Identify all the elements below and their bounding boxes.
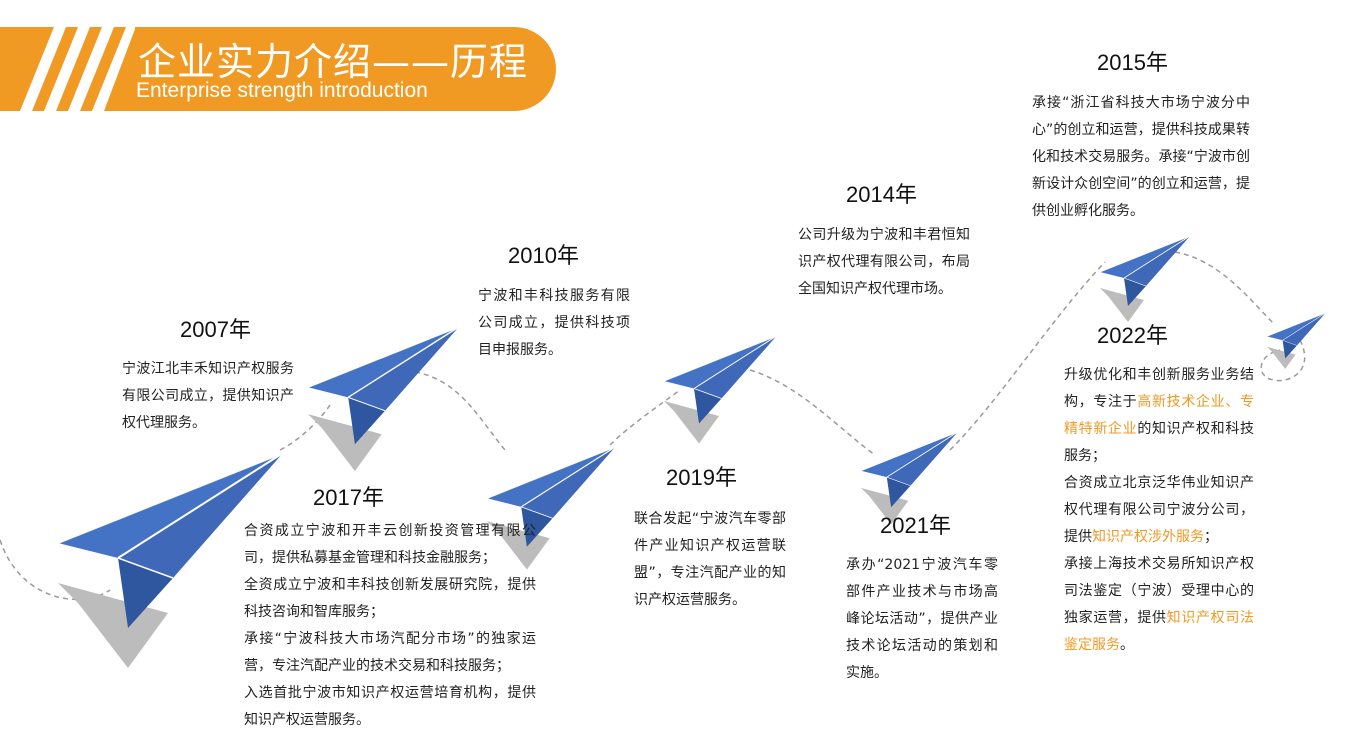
page-title: 企业实力介绍——历程 [138, 40, 529, 84]
year-2007: 2007年 [180, 317, 251, 342]
paper-plane-icon [307, 326, 460, 472]
paper-plane-icon [663, 335, 777, 444]
year-2014: 2014年 [846, 182, 917, 207]
desc-2017: 合资成立宁波和开丰云创新投资管理有限公司，提供私募基金管理和科技金融服务； 全资… [244, 518, 536, 734]
stripes-decoration [20, 27, 135, 111]
paper-plane-icon [1099, 235, 1191, 323]
desc-2014: 公司升级为宁波和丰君恒知识产权代理有限公司，布局全国知识产权代理市场。 [798, 227, 970, 297]
paper-plane-icon [1266, 312, 1326, 370]
highlight-text: 高新技术企业、专精特新企业 [1064, 394, 1255, 437]
year-2015: 2015年 [1097, 50, 1168, 75]
desc-2017-line: 合资成立宁波和开丰云创新投资管理有限公司，提供私募基金管理和科技金融服务； [244, 523, 536, 566]
highlight-text: 知识产权涉外服务 [1092, 529, 1204, 545]
desc-2022: 升级优化和丰创新服务业务结构，专注于高新技术企业、专精特新企业的知识产权和科技服… [1064, 362, 1254, 659]
year-2017: 2017年 [313, 485, 384, 510]
desc-2015: 承接“浙江省科技大市场宁波分中心”的创立和运营，提供科技成果转化和技术交易服务。… [1032, 95, 1250, 219]
desc-2017-line: 承接“宁波科技大市场汽配分市场”的独家运营，专注汽配产业的技术交易和科技服务； [244, 631, 536, 674]
year-2010: 2010年 [508, 243, 579, 268]
desc-2017-line: 全资成立宁波和丰科技创新发展研究院，提供科技咨询和智库服务； [244, 577, 536, 620]
desc-2017-line: 入选首批宁波市知识产权运营培育机构，提供知识产权运营服务。 [244, 685, 536, 728]
desc-2019: 联合发起“宁波汽车零部件产业知识产权运营联盟”，专注汽配产业的知识产权运营服务。 [634, 511, 786, 608]
desc-2007: 宁波江北丰禾知识产权服务有限公司成立，提供知识产权代理服务。 [122, 361, 294, 431]
desc-2021: 承办“2021宁波汽车零部件产业技术与市场高峰论坛活动”，提供产业技术论坛活动的… [846, 557, 998, 681]
desc-2022-para: 承接上海技术交易所知识产权司法鉴定（宁波）受理中心的独家运营，提供知识产权司法鉴… [1064, 556, 1255, 653]
highlight-text: 知识产权司法鉴定服务 [1064, 610, 1255, 653]
desc-2022-para: 合资成立北京泛华伟业知识产权代理有限公司宁波分公司，提供知识产权涉外服务； [1064, 475, 1254, 545]
year-2019: 2019年 [666, 465, 737, 490]
page-subtitle: Enterprise strength introduction [136, 79, 428, 102]
year-2022: 2022年 [1097, 323, 1168, 348]
year-2021: 2021年 [880, 513, 951, 538]
desc-2022-para: 升级优化和丰创新服务业务结构，专注于高新技术企业、专精特新企业的知识产权和科技服… [1064, 367, 1255, 464]
title-banner: 企业实力介绍——历程 Enterprise strength introduct… [0, 27, 556, 111]
desc-2010: 宁波和丰科技服务有限公司成立，提供科技项目申报服务。 [478, 288, 630, 358]
